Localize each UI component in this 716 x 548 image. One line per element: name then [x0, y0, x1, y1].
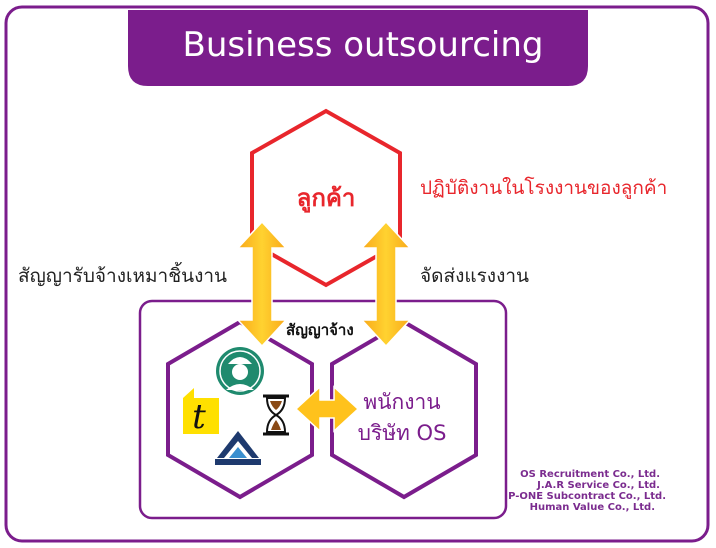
customer-label: ลูกค้า [297, 184, 356, 213]
employee-label-line2: บริษัท OS [358, 421, 447, 445]
company-item: P-ONE Subcontract Co., Ltd. [508, 491, 666, 502]
work-in-factory-label: ปฏิบัติงานในโรงงานของลูกค้า [420, 176, 667, 199]
right-vertical-arrow [360, 220, 412, 348]
hourglass-icon [263, 394, 289, 436]
svg-text:t: t [192, 397, 206, 437]
horizontal-arrow [294, 385, 360, 433]
company-item: OS Recruitment Co., Ltd. [520, 469, 660, 480]
t-logo-icon: t [183, 388, 219, 437]
company-list: OS Recruitment Co., Ltd. J.A.R Service C… [508, 469, 666, 513]
worker-logo-icon [216, 347, 264, 395]
dispatch-labor-label: จัดส่งแรงงาน [420, 265, 529, 287]
employee-label-line1: พนักงาน [363, 390, 440, 414]
left-vertical-arrow [236, 220, 288, 348]
piecework-contract-label: สัญญารับจ้างเหมาชิ้นงาน [18, 262, 227, 287]
page-title: Business outsourcing [183, 25, 544, 65]
mountain-logo-icon [215, 431, 261, 465]
employment-contract-label: สัญญาจ้าง [286, 321, 354, 339]
title-banner [128, 10, 588, 86]
company-item: Human Value Co., Ltd. [530, 502, 655, 513]
company-item: J.A.R Service Co., Ltd. [536, 480, 660, 491]
